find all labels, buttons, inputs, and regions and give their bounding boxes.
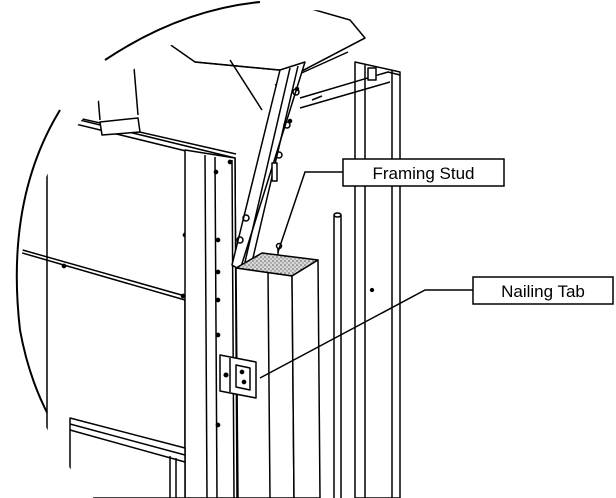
- nailing-tab-label: Nailing Tab: [501, 282, 585, 301]
- nailing-tab-shape: [219, 354, 257, 399]
- support-rod: [333, 212, 342, 498]
- front-trim-frame: [184, 149, 238, 498]
- callout-leaders: [259, 171, 473, 379]
- framing-stud-leader: [277, 171, 343, 253]
- framing-stud-label: Framing Stud: [372, 164, 474, 183]
- callout-box: [472, 276, 614, 305]
- callout-nailing-tab: Nailing Tab: [472, 276, 614, 305]
- nailing-tab-leader: [259, 289, 473, 379]
- framing-stud-shape: [235, 242, 321, 498]
- vent-channel: [231, 61, 306, 271]
- callout-framing-stud: Framing Stud: [342, 158, 505, 187]
- callout-box: [342, 158, 505, 187]
- top-hood: [91, 10, 366, 121]
